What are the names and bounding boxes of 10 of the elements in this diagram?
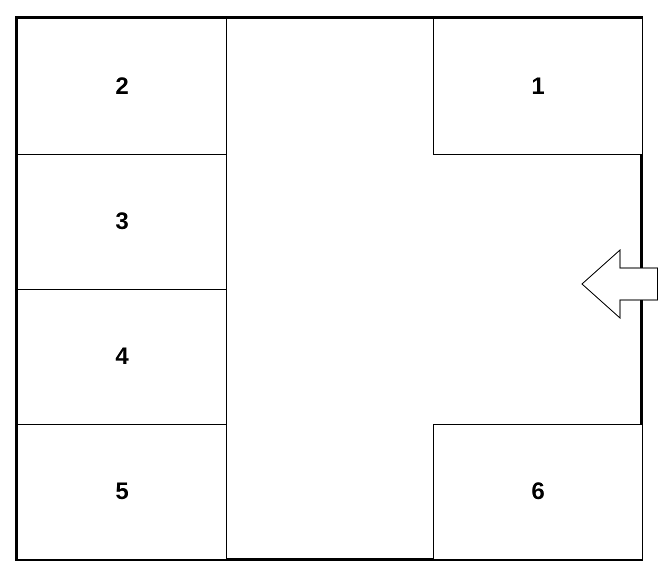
room [433,424,643,560]
room [17,424,227,560]
room-number: 4 [115,343,129,371]
room-number: 6 [531,478,545,506]
room-number: 2 [115,72,129,100]
room-number: 3 [115,208,129,236]
room [433,18,643,155]
building-outline [15,16,643,561]
room-number: 5 [115,478,129,506]
room-number: 1 [531,72,545,100]
